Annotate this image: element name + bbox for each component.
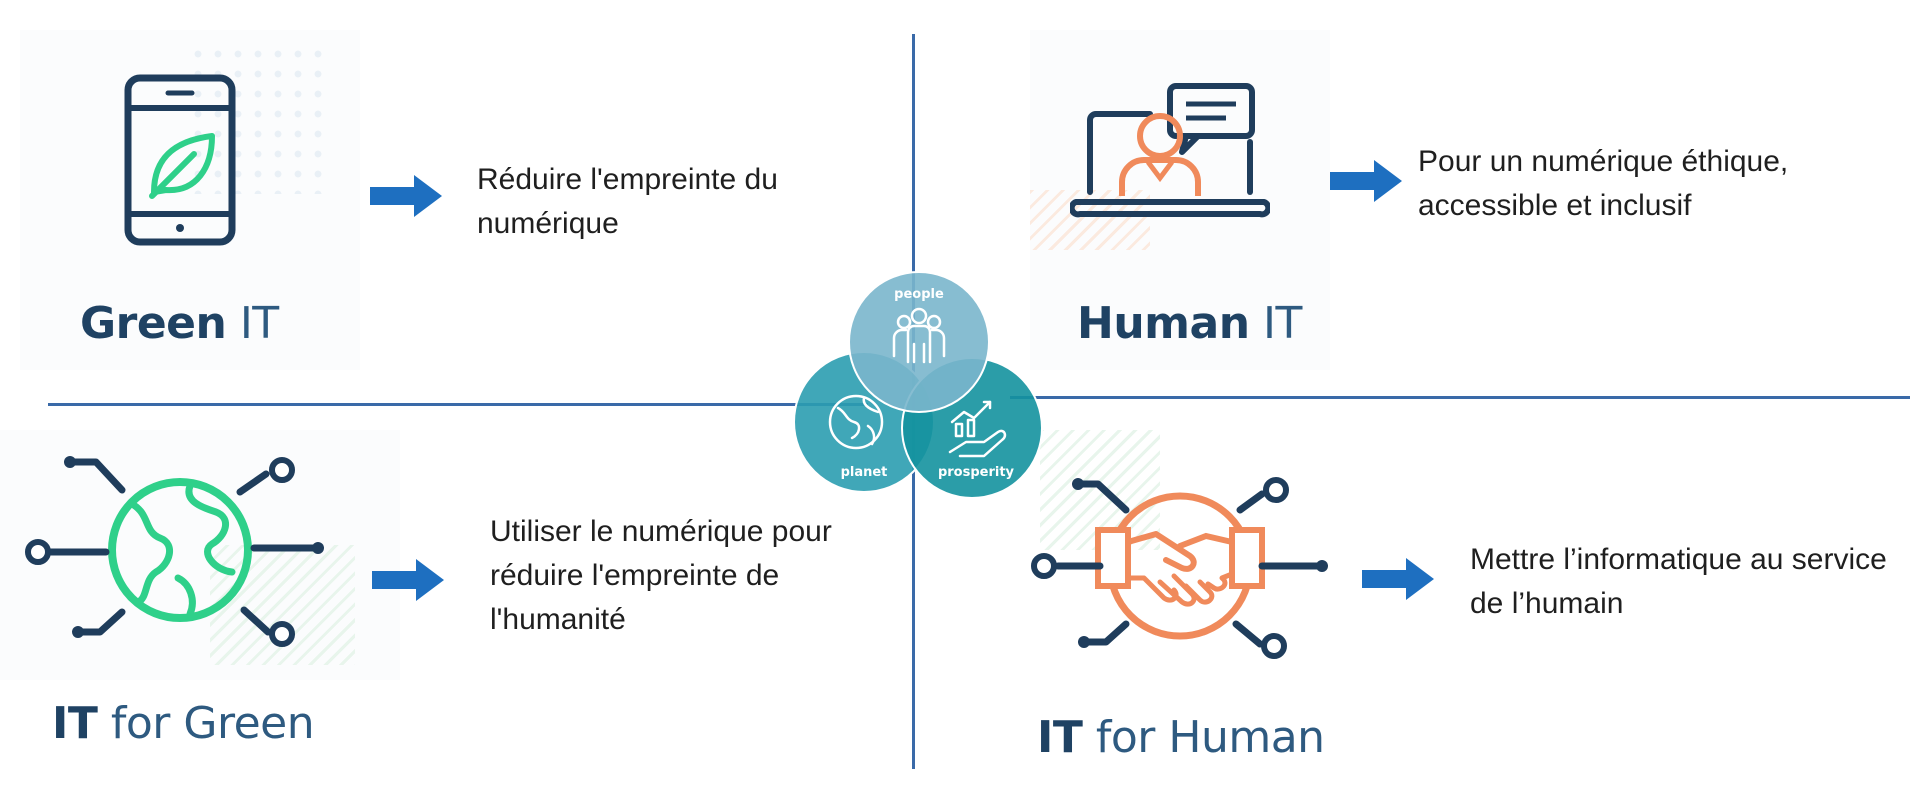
venn-label-planet: planet <box>841 465 888 480</box>
it-for-green-title: IT for Green <box>52 698 315 749</box>
it-for-human-description: Mettre l’informatique au service de l’hu… <box>1470 538 1887 626</box>
it-for-green-description: Utiliser le numérique pour réduire l'emp… <box>490 510 832 642</box>
globe-network-icon <box>25 456 324 647</box>
people-planet-prosperity-venn: people planet prosperity <box>793 271 1043 499</box>
earth-icon <box>828 394 884 450</box>
venn-circle-people <box>848 271 990 413</box>
it-for-green-description-line-2: réduire l'empreinte de <box>490 559 780 592</box>
laptop-person-chat-icon <box>1070 83 1270 218</box>
human-it-arrow <box>1330 160 1402 202</box>
green-it-description-line-1: Réduire l'empreinte du <box>477 163 778 196</box>
green-it-description: Réduire l'empreinte du numérique <box>477 158 778 246</box>
it-for-human-title-light: for Human <box>1095 712 1325 763</box>
people-group-icon <box>892 307 946 364</box>
green-it-arrow <box>370 175 442 217</box>
it-for-green-title-light: for Green <box>110 698 315 749</box>
it-for-human-arrow <box>1362 558 1434 600</box>
it-for-human-title: IT for Human <box>1037 712 1325 763</box>
it-for-green-description-line-1: Utiliser le numérique pour <box>490 515 832 548</box>
it-for-green-description-line-3: l'humanité <box>490 603 626 636</box>
human-it-title: Human IT <box>1077 298 1302 349</box>
it-for-green-arrow <box>372 559 444 601</box>
green-it-title: Green IT <box>80 298 279 349</box>
green-it-title-light: IT <box>239 298 279 349</box>
human-it-description-line-2: accessible et inclusif <box>1418 189 1692 222</box>
green-it-description-line-2: numérique <box>477 207 619 240</box>
human-it-title-light: IT <box>1263 298 1302 349</box>
human-it-title-bold: Human <box>1077 298 1250 349</box>
green-it-title-bold: Green <box>80 298 227 349</box>
handshake-network-icon <box>1031 477 1328 659</box>
venn-label-prosperity: prosperity <box>938 465 1015 480</box>
horizontal-divider-left <box>48 403 868 406</box>
human-it-description: Pour un numérique éthique, accessible et… <box>1418 140 1788 228</box>
it-for-human-description-line-2: de l’humain <box>1470 587 1624 620</box>
hand-chart-icon <box>948 400 1007 458</box>
green-it-dot-pattern <box>188 44 328 194</box>
smartphone-leaf-icon <box>124 74 236 246</box>
horizontal-divider-right <box>1010 396 1910 399</box>
it-for-human-description-line-1: Mettre l’informatique au service <box>1470 543 1887 576</box>
venn-label-people: people <box>894 287 944 302</box>
human-it-description-line-1: Pour un numérique éthique, <box>1418 145 1789 178</box>
it-for-human-title-bold: IT <box>1037 712 1083 763</box>
it-for-green-title-bold: IT <box>52 698 98 749</box>
